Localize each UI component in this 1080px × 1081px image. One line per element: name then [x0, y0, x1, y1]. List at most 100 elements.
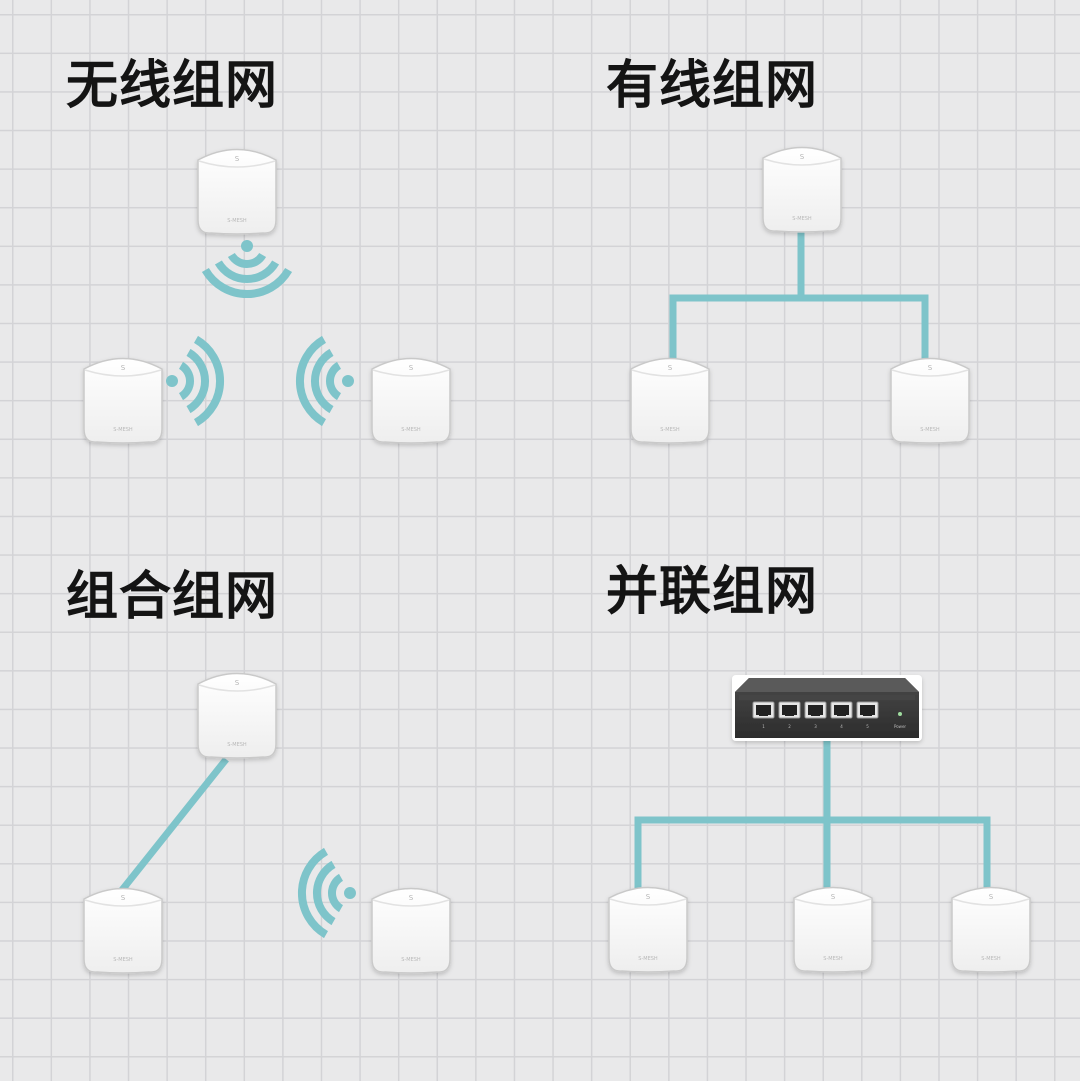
router-body	[890, 357, 970, 444]
devices-layer: S S-MESH S S-MESH S S-MESH S S-MESH S S-MESH S S-ME…	[83, 146, 1031, 974]
router-top-edge	[952, 898, 1030, 906]
router-top-edge	[609, 898, 687, 906]
wifi-arc	[311, 348, 334, 414]
wifi-arc	[313, 860, 336, 926]
router-brand: S-MESH	[401, 957, 421, 963]
title-parallel-mesh: 并联组网	[606, 562, 819, 622]
ethernet-port-clip	[759, 713, 768, 716]
wifi-arc	[297, 847, 329, 939]
router-top-edge	[198, 160, 276, 168]
wifi-signal-hybrid	[297, 847, 356, 939]
router-top-edge	[84, 899, 162, 907]
ethernet-port-socket	[834, 705, 849, 715]
title-wired-mesh: 有线组网	[606, 56, 819, 116]
router-logo: S	[646, 893, 651, 901]
router-brand: S-MESH	[920, 427, 940, 433]
title-hybrid-mesh: 组合组网	[66, 567, 279, 627]
router-brand: S-MESH	[227, 218, 247, 224]
router-logo: S	[409, 894, 414, 902]
cable-wired-branches	[669, 294, 929, 366]
wifi-dot	[241, 240, 253, 252]
router-body	[83, 887, 163, 974]
wifi-dot	[344, 887, 356, 899]
router-logo: S	[989, 893, 994, 901]
switch-body	[735, 678, 919, 738]
router-brand: S-MESH	[792, 216, 812, 222]
router-brand: S-MESH	[401, 427, 421, 433]
router-body	[197, 672, 277, 759]
router-body	[793, 886, 873, 973]
router-wired-left: SS-MESH	[630, 357, 710, 444]
wifi-arc	[328, 873, 344, 913]
links-layer	[117, 228, 991, 895]
wifi-signal-left	[295, 335, 354, 427]
router-brand: S-MESH	[113, 957, 133, 963]
router-wireless-main: SS-MESH	[197, 148, 277, 235]
router-body	[371, 357, 451, 444]
switch-top-bevel	[735, 678, 919, 692]
wifi-dot	[166, 375, 178, 387]
router-hybrid-left: S S-MESH	[83, 887, 163, 974]
router-body	[630, 357, 710, 444]
port-number-label: 2	[788, 724, 791, 729]
ethernet-port-socket	[756, 705, 771, 715]
router-logo: S	[668, 364, 673, 372]
router-parallel-right: S S-MESH	[951, 886, 1031, 973]
router-body	[197, 148, 277, 235]
router-top-edge	[198, 684, 276, 692]
cable-switch-branches	[634, 816, 991, 894]
router-top-edge	[84, 369, 162, 377]
ethernet-port-socket	[808, 705, 823, 715]
router-brand: S-MESH	[981, 956, 1001, 962]
router-parallel-left: S S-MESH	[608, 886, 688, 973]
router-top-edge	[891, 369, 969, 377]
router-body	[608, 886, 688, 973]
router-top-edge	[631, 369, 709, 377]
router-logo: S	[235, 679, 240, 687]
router-logo: S	[409, 364, 414, 372]
port-number-label: 3	[814, 724, 817, 729]
router-logo: S	[121, 894, 126, 902]
router-body	[371, 887, 451, 974]
ethernet-port-socket	[782, 705, 797, 715]
router-body	[762, 146, 842, 233]
router-body	[83, 357, 163, 444]
wifi-dot	[342, 375, 354, 387]
ethernet-port-socket	[860, 705, 875, 715]
router-brand: S-MESH	[113, 427, 133, 433]
switch-label-strip	[739, 695, 915, 700]
ethernet-port-clip	[811, 713, 820, 716]
router-body	[951, 886, 1031, 973]
router-wireless-left: S S-MESH	[83, 357, 163, 444]
ethernet-port-clip	[785, 713, 794, 716]
ethernet-port-clip	[837, 713, 846, 716]
router-hybrid-right: S S-MESH	[371, 887, 451, 974]
wifi-signal-down	[201, 240, 293, 299]
router-top-edge	[372, 369, 450, 377]
router-brand: S-MESH	[823, 956, 843, 962]
wifi-arc	[295, 335, 327, 427]
router-wired-right: SS-MESH	[890, 357, 970, 444]
cable-hybrid-diagonal	[117, 757, 229, 895]
wifi-arc	[227, 252, 267, 268]
ethernet-port-clip	[863, 713, 872, 716]
router-logo: S	[121, 364, 126, 372]
wifi-arc	[201, 267, 293, 299]
router-wireless-right: S S-MESH	[371, 357, 451, 444]
wifi-arc	[214, 260, 280, 283]
router-logo: S	[800, 153, 805, 161]
router-top-edge	[372, 899, 450, 907]
router-wired-main: S S-MESH	[762, 146, 842, 233]
router-logo: S	[831, 893, 836, 901]
wifi-signals-layer	[166, 240, 356, 939]
wifi-arc	[186, 348, 209, 414]
wifi-arc	[193, 335, 225, 427]
wifi-arc	[326, 361, 342, 401]
router-top-edge	[794, 898, 872, 906]
wifi-arc	[178, 361, 194, 401]
router-parallel-middle: S S-MESH	[793, 886, 873, 973]
title-wireless-mesh: 无线组网	[66, 56, 279, 116]
router-brand: S-MESH	[638, 956, 658, 962]
